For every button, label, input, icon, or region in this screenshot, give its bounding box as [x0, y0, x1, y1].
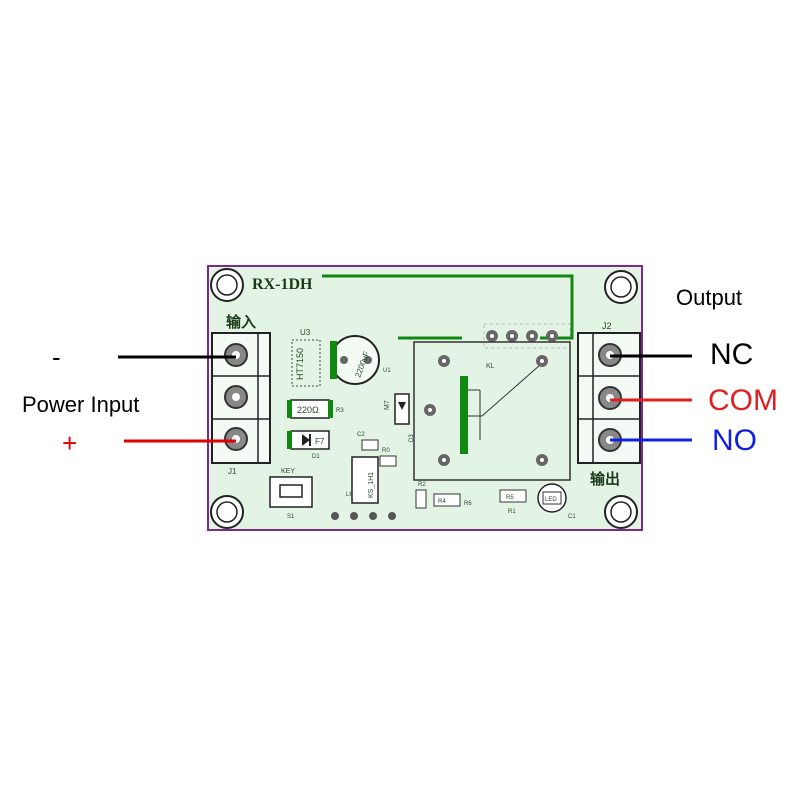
d1-value: F7 — [315, 437, 325, 446]
led-label: LED — [545, 497, 557, 503]
output-nc-label: NC — [710, 338, 754, 371]
output-title: Output — [676, 285, 743, 310]
mounting-hole-top-right — [604, 270, 638, 304]
output-com-label: COM — [708, 384, 778, 417]
power-minus-label: - — [52, 342, 61, 372]
relay-diode-value: M7 — [384, 400, 391, 410]
key-label: KEY — [281, 468, 295, 475]
input-chinese-label: 输入 — [226, 313, 256, 331]
r3-value: 220Ω — [297, 405, 319, 415]
mounting-hole-bottom-left — [210, 495, 244, 529]
led: LED — [537, 483, 567, 513]
u1-label: U1 — [383, 368, 391, 374]
header-pins-top — [483, 323, 571, 349]
key-switch — [269, 476, 313, 508]
resistor-r5 — [499, 489, 527, 503]
relay-diode: M7 — [384, 393, 410, 425]
regulator-label: HT7150 — [295, 348, 305, 380]
r3-label: R3 — [336, 408, 344, 414]
output-terminal-block — [577, 332, 641, 464]
header-pins-bottom — [331, 512, 396, 520]
l6-label: L6 — [346, 492, 353, 498]
j2-label: J2 — [602, 321, 612, 331]
mounting-hole-top-left — [210, 268, 244, 302]
d1-label: D1 — [312, 454, 320, 460]
r2-label: R2 — [418, 482, 426, 488]
relay: KL — [413, 341, 571, 481]
r1-label: R1 — [508, 509, 516, 515]
r0-label: R0 — [382, 448, 390, 454]
rf-module-label: KS_1H1 — [368, 472, 375, 498]
power-plus-label: + — [62, 428, 78, 458]
small-components — [361, 439, 397, 467]
output-chinese-label: 输出 — [590, 470, 620, 488]
electrolytic-capacitor: 2200uF — [330, 335, 380, 385]
power-input-title: Power Input — [22, 392, 140, 417]
input-terminal-block — [211, 332, 271, 464]
u3-label: U3 — [300, 328, 311, 337]
relay-diode-label: D3 — [409, 434, 415, 442]
resistor-r3: 220Ω — [287, 399, 333, 419]
top-trace — [322, 274, 574, 310]
r5-label: R5 — [506, 495, 514, 501]
s1-label: S1 — [287, 514, 295, 520]
mounting-hole-bottom-right — [604, 495, 638, 529]
c2-label: C2 — [357, 432, 365, 438]
relay-label: KL — [486, 363, 495, 370]
r6-label: R6 — [464, 501, 472, 507]
c1-label: C1 — [568, 514, 576, 520]
j1-label: J1 — [228, 467, 237, 476]
r4-label: R4 — [438, 499, 446, 505]
diode-d1: F7 — [287, 430, 330, 450]
smd-resistors — [415, 489, 461, 509]
output-no-label: NO — [712, 424, 757, 457]
voltage-regulator: HT7150 — [291, 339, 321, 387]
rf-module: KS_1H1 — [351, 456, 379, 504]
board-model-label: RX-1DH — [252, 276, 313, 293]
